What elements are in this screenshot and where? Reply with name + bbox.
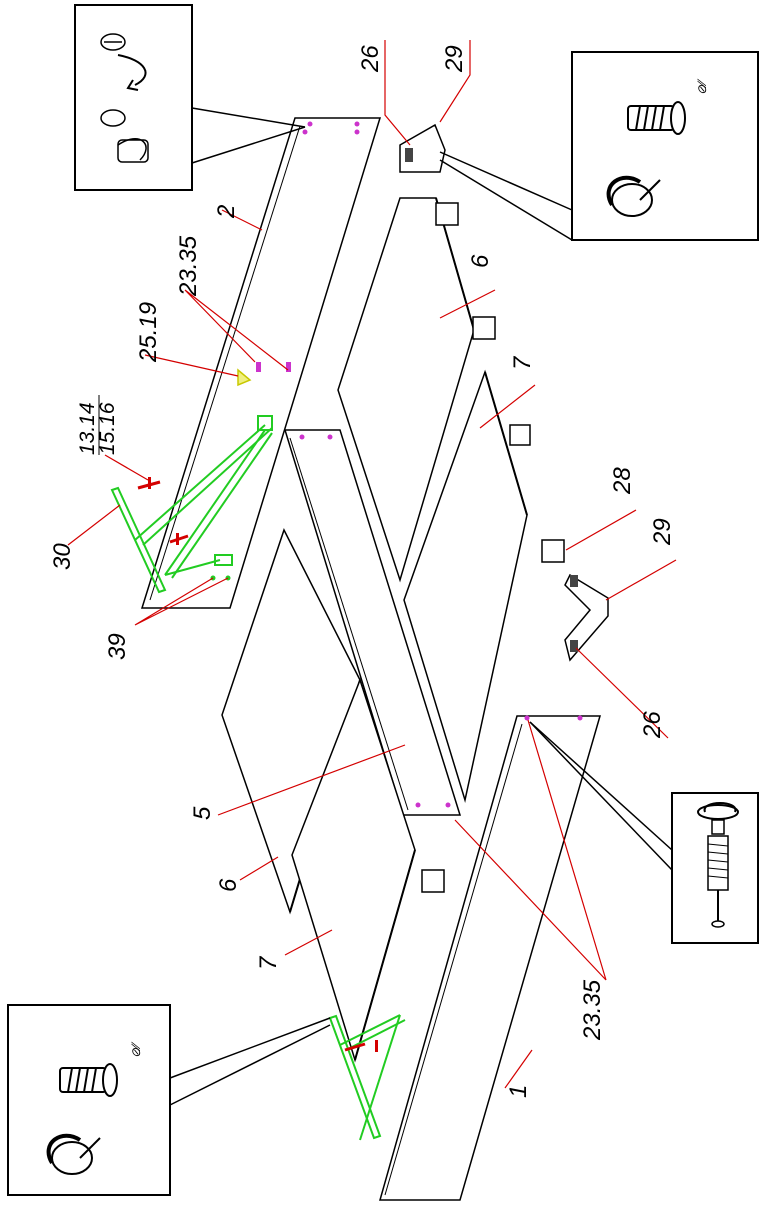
panel-7-lower: [291, 677, 445, 1063]
label-6-lower: 6: [215, 878, 242, 892]
inset-screw-top: ⊘⁄⁄: [439, 51, 759, 241]
panel-7-upper: [403, 369, 531, 803]
screw-icon-bottom: [59, 1063, 118, 1097]
label-2: 2: [213, 205, 240, 219]
label-30: 30: [49, 543, 76, 570]
bracket-25: [237, 368, 252, 387]
hardware-lower: [344, 1040, 378, 1052]
cam-disk-icon: [100, 33, 147, 91]
panel-1: [379, 715, 601, 1201]
label-29-lower: 29: [649, 518, 676, 546]
screwdriver-turn-icon-bottom: [46, 1133, 101, 1175]
screwdriver-turn-icon: [606, 175, 661, 217]
dowel-icon: [697, 802, 739, 928]
label-26-lower: 26: [639, 711, 666, 739]
label-7-lower: 7: [255, 955, 282, 970]
label-28: 28: [609, 467, 636, 495]
label-7-upper: 7: [509, 355, 536, 370]
label-15-16: 15.16: [96, 402, 119, 455]
label-39: 39: [104, 633, 131, 660]
label-29-top: 29: [441, 45, 468, 73]
inset-dowel: [529, 721, 759, 944]
cam-fitting-icon: [100, 109, 149, 163]
cam-locks-23: [256, 362, 291, 372]
hardware-13-15: [137, 477, 189, 545]
label-5: 5: [189, 806, 216, 820]
inset-cam-lock: [74, 4, 306, 191]
panel-5: [283, 429, 462, 816]
hatch-mark: ⊘⁄⁄: [695, 78, 709, 95]
bracket-26-29-lower: [564, 573, 609, 662]
hatch-mark-bottom: ⊘⁄⁄: [129, 1041, 143, 1058]
screw-icon: [627, 101, 686, 135]
frame-lower: [328, 1014, 406, 1141]
label-23-35-top: 23.35: [175, 235, 202, 297]
label-26-top: 26: [357, 45, 384, 73]
label-23-35-bottom: 23.35: [579, 979, 606, 1041]
panel-6-upper: [337, 197, 496, 583]
inset-screw-bottom: ⊘⁄⁄: [7, 1004, 331, 1196]
label-1: 1: [505, 1085, 532, 1098]
foot-28: [541, 539, 565, 563]
labels: 2 23.35 25.19 13.14 15.16 30 39 26 29 6 …: [49, 45, 676, 1098]
bracket-26-29-upper: [399, 123, 446, 173]
label-13-14: 13.14: [76, 402, 99, 455]
label-25-19: 25.19: [135, 302, 162, 363]
label-6-upper: 6: [467, 254, 494, 268]
frame-30: [110, 415, 273, 594]
leader-lines: [67, 40, 677, 1089]
